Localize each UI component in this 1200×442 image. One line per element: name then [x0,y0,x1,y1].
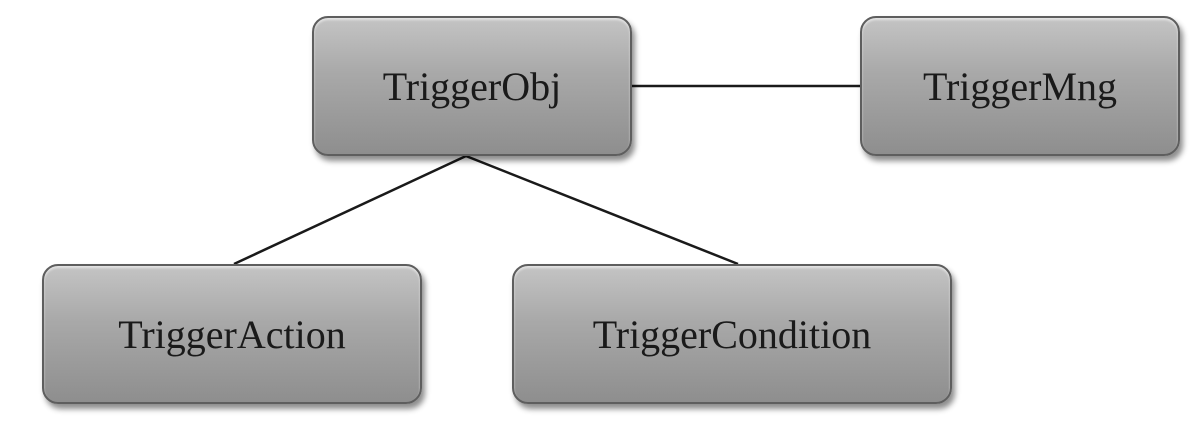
node-trigger-mng: TriggerMng [860,16,1180,156]
node-label: TriggerCondition [592,311,872,357]
node-trigger-obj: TriggerObj [312,16,632,156]
node-trigger-action: TriggerAction [42,264,422,404]
node-label: TriggerMng [922,63,1118,109]
edge-obj-condition [465,154,739,266]
node-label: TriggerObj [382,63,562,109]
node-label: TriggerAction [118,311,346,357]
node-trigger-condition: TriggerCondition [512,264,952,404]
edge-obj-action [233,154,467,266]
